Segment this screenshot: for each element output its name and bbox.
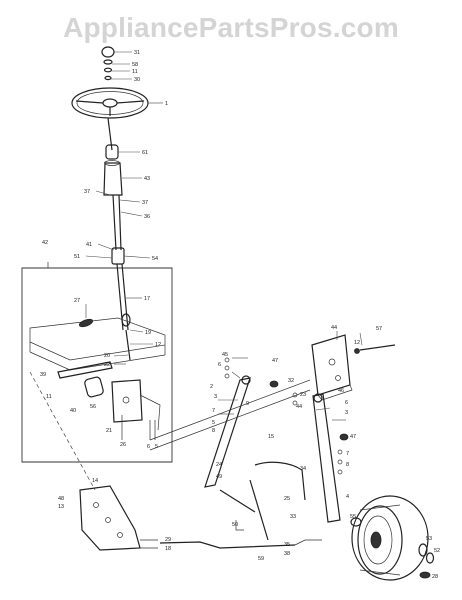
part-label: 12	[354, 340, 360, 346]
part-label: 31	[134, 50, 140, 56]
part-label: 32	[288, 378, 294, 384]
part-label: 47	[350, 434, 356, 440]
part-label: 51	[74, 254, 80, 260]
part-label: 55	[350, 514, 356, 520]
part-label: 14	[92, 478, 98, 484]
part-label: 7	[346, 451, 349, 457]
part-label: 27	[74, 298, 80, 304]
part-label: 48	[58, 496, 64, 502]
part-label: 11	[132, 69, 138, 75]
part-label: 29	[165, 537, 171, 543]
front-wheel	[351, 495, 429, 581]
part-label: 9	[246, 401, 249, 407]
part-label: 23	[300, 392, 306, 398]
part-label: 39	[40, 372, 46, 378]
part-label: 7	[212, 408, 215, 414]
part-label: 44	[331, 325, 337, 331]
part-label: 21	[106, 428, 112, 434]
part-label: 38	[284, 551, 290, 557]
part-label: 12	[155, 342, 161, 348]
part-label: 37	[142, 200, 148, 206]
part-label: 2	[210, 384, 213, 390]
part-label: 3	[214, 394, 217, 400]
steering-wheel	[71, 87, 149, 119]
part-label: 17	[144, 296, 150, 302]
part-label: 47	[272, 358, 278, 364]
part-label: 28	[432, 574, 438, 580]
watermark-text: AppliancePartsPros.com	[63, 12, 399, 43]
part-label: 1	[165, 101, 168, 107]
part-label: 5	[155, 444, 158, 450]
part-label: 30	[134, 77, 140, 83]
drag-link	[159, 541, 296, 549]
part-label: 6	[147, 444, 150, 450]
right-spindle-assembly	[312, 393, 349, 523]
part-label: 44	[296, 404, 302, 410]
part-label: 22	[104, 362, 110, 368]
part-label: 57	[376, 326, 382, 332]
part-label: 24	[216, 462, 222, 468]
lower-shaft	[116, 263, 131, 361]
part-label: 58	[132, 62, 138, 68]
tie-rod	[219, 461, 306, 541]
part-label: 11	[46, 394, 52, 400]
part-label: 54	[152, 256, 158, 262]
part-label: 18	[165, 546, 171, 552]
part-label: 8	[346, 462, 349, 468]
part-label: 6	[218, 362, 221, 368]
part-label: 46	[338, 388, 344, 394]
part-label: 5	[212, 420, 215, 426]
upper-shaft	[103, 117, 125, 265]
wheel-hardware	[350, 517, 435, 579]
part-label: 50	[232, 522, 238, 528]
part-label: 43	[144, 176, 150, 182]
detail-box	[21, 262, 173, 463]
part-label: 41	[86, 242, 92, 248]
part-label: 15	[268, 434, 274, 440]
part-label: 37	[84, 189, 90, 195]
part-label: 20	[104, 353, 110, 359]
part-label: 35	[284, 542, 290, 548]
part-label: 53	[426, 536, 432, 542]
front-axle	[149, 379, 311, 451]
part-label: 26	[120, 442, 126, 448]
drag-link-end	[294, 539, 322, 546]
steering-gear	[57, 361, 161, 440]
part-label: 6	[345, 400, 348, 406]
part-label: 13	[58, 504, 64, 510]
part-label: 42	[42, 240, 48, 246]
part-label: 61	[142, 150, 148, 156]
part-label: 34	[300, 466, 306, 472]
part-label: 36	[144, 214, 150, 220]
part-label: 52	[434, 548, 440, 554]
leader-lines	[85, 51, 363, 421]
part-label: 25	[284, 496, 290, 502]
part-label: 59	[258, 556, 264, 562]
part-label: 33	[290, 514, 296, 520]
part-label: 4	[346, 494, 349, 500]
part-label: 8	[212, 428, 215, 434]
part-label: 3	[345, 410, 348, 416]
part-labels: 31 58 11 30 1 61 43 37 37 36 42 41 51 54…	[40, 50, 440, 580]
part-label: 56	[90, 404, 96, 410]
left-spindle-assembly	[204, 357, 279, 488]
axle-bracket	[311, 334, 396, 401]
part-label: 45	[222, 352, 228, 358]
steering-cap	[101, 46, 115, 81]
part-label: 40	[70, 408, 76, 414]
drag-link-path	[29, 371, 96, 491]
part-label: 19	[145, 330, 151, 336]
part-label: 49	[216, 474, 222, 480]
pitman-arm	[79, 485, 158, 551]
